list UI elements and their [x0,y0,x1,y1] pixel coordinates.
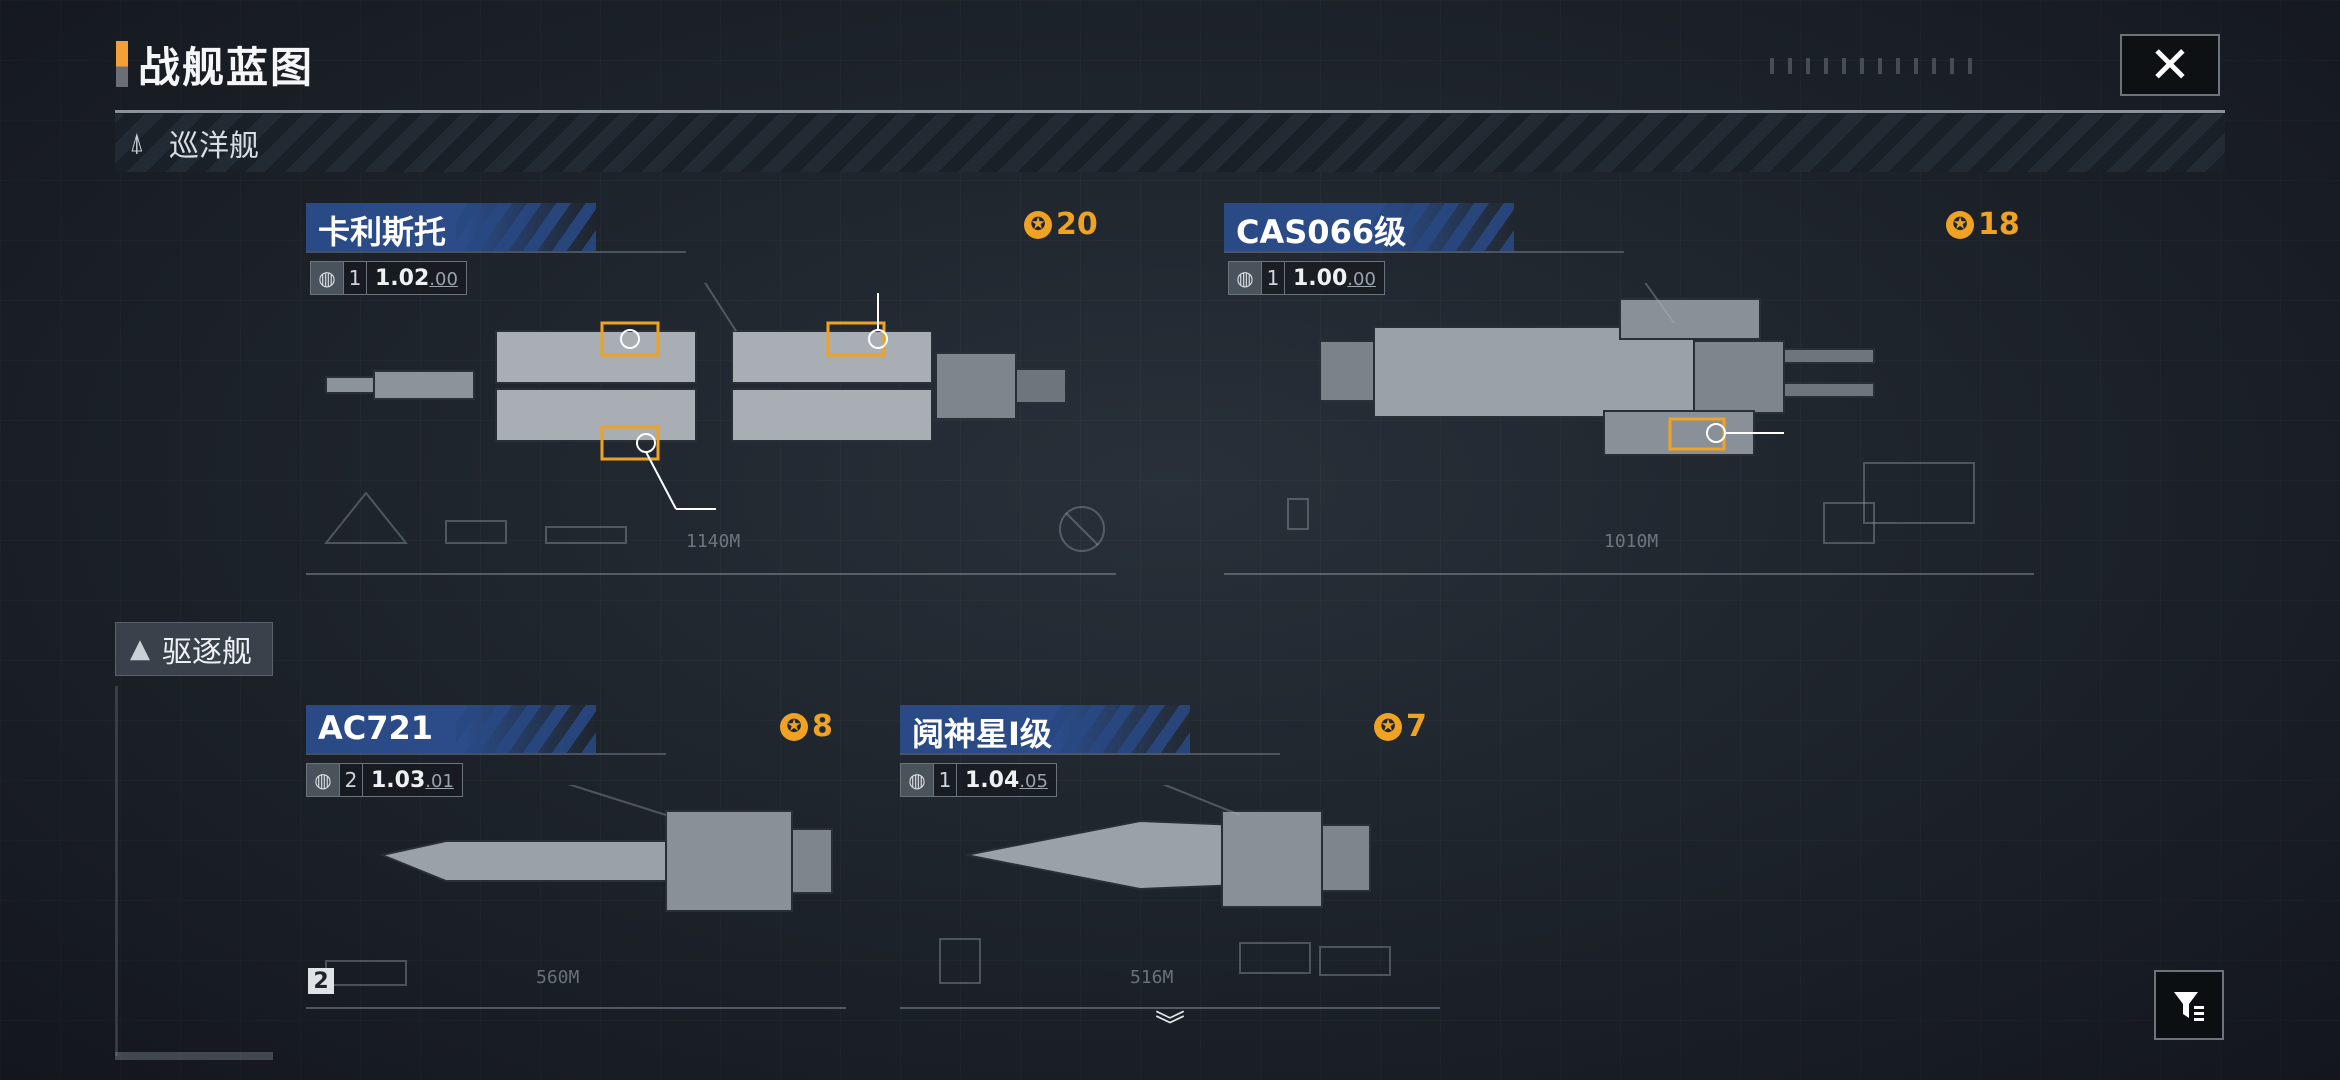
namebar-underline [306,251,686,253]
coin-icon: ✪ [1946,210,1974,239]
stat-count: 1 [1261,262,1285,294]
cost-value: 20 [1056,207,1098,242]
list-scroll-foot [115,1052,273,1060]
length-ruler [900,987,1440,1009]
filter-button[interactable] [2154,970,2224,1040]
ship-name: 阋神星Ⅰ级 [912,715,1052,753]
namebar-underline [1224,251,1624,253]
ship-stats: ◍ 1 1.02.00 [310,261,467,295]
chevron-down-icon: ︾ [1155,1009,1185,1044]
scroll-down-button[interactable]: ︾ [1152,1012,1188,1042]
ship-class-icon: ▲ [130,634,150,664]
globe-icon: ◍ [1229,262,1261,294]
globe-icon: ◍ [307,764,339,796]
coin-icon: ✪ [1374,712,1402,741]
length-label: 1140M [686,531,741,552]
stat-version: 1.03.01 [371,767,454,793]
length-label: 1010M [1604,531,1659,552]
ship-stats: ◍ 1 1.04.05 [900,763,1057,797]
stat-count: 1 [343,262,367,294]
length-label: 516M [1130,967,1174,988]
ship-stats: ◍ 2 1.03.01 [306,763,463,797]
ship-card-eris[interactable]: 阋神星Ⅰ级 ✪ 7 ◍ 1 1.04.05 516M [900,705,1440,1009]
page-title: 战舰蓝图 [116,38,314,92]
ship-name: CAS066级 [1236,213,1407,251]
ship-card-ac721[interactable]: AC721 ✪ 8 ◍ 2 1.03.01 560M [306,705,846,1009]
close-button[interactable]: ✕ [2120,34,2220,96]
title-accent-bar [116,41,128,87]
namebar-underline [900,753,1280,755]
ship-card-cas066[interactable]: CAS066级 ✪ 18 ◍ 1 1.00.00 [1224,203,2034,575]
length-ruler [306,553,1116,575]
header-divider [115,110,2225,113]
length-ruler [306,987,846,1009]
ship-cost: ✪ 7 [1374,709,1427,744]
globe-icon: ◍ [901,764,933,796]
length-label: 560M [536,967,580,988]
ship-blueprint-art [1287,283,1975,544]
ship-cost: ✪ 20 [1024,207,1098,242]
section-header-destroyer[interactable]: ▲ 驱逐舰 [115,622,273,676]
ship-name: 卡利斯托 [318,213,447,251]
section-label: 驱逐舰 [162,635,252,670]
cost-value: 8 [812,709,833,744]
ship-namebar: 卡利斯托 [306,203,596,251]
section-header-cruiser[interactable]: ⍋ 巡洋舰 [115,114,2225,172]
ship-namebar: CAS066级 [1224,203,1514,251]
page-badge: 2 [308,968,334,994]
ship-blueprint-art [939,785,1391,984]
stat-version: 1.00.00 [1293,265,1376,291]
ship-blueprint-art [325,785,833,986]
cost-value: 7 [1406,709,1427,744]
globe-icon: ◍ [311,262,343,294]
stat-version: 1.02.00 [375,265,458,291]
ship-class-icon: ⍋ [129,128,145,158]
stat-count: 1 [933,764,957,796]
stat-count: 2 [339,764,363,796]
ship-stats: ◍ 1 1.00.00 [1228,261,1385,295]
ship-cost: ✪ 18 [1946,207,2020,242]
ship-name: AC721 [318,709,434,747]
page-title-text: 战舰蓝图 [138,42,315,92]
ship-blueprint-art [323,283,1105,552]
coin-icon: ✪ [780,712,808,741]
ship-card-callisto[interactable]: 卡利斯托 ✪ 20 ◍ 1 1.02.00 [306,203,1116,575]
namebar-underline [306,753,666,755]
ship-cost: ✪ 8 [780,709,833,744]
coin-icon: ✪ [1024,210,1052,239]
ship-namebar: AC721 [306,705,596,753]
list-scroll-track [115,686,118,1056]
section-label: 巡洋舰 [169,129,259,164]
decorative-ticks [1770,58,1972,74]
filter-icon [2174,992,2204,1021]
ship-namebar: 阋神星Ⅰ级 [900,705,1190,753]
length-ruler [1224,553,2034,575]
close-icon: ✕ [2149,36,2191,94]
cost-value: 18 [1978,207,2020,242]
stat-version: 1.04.05 [965,767,1048,793]
